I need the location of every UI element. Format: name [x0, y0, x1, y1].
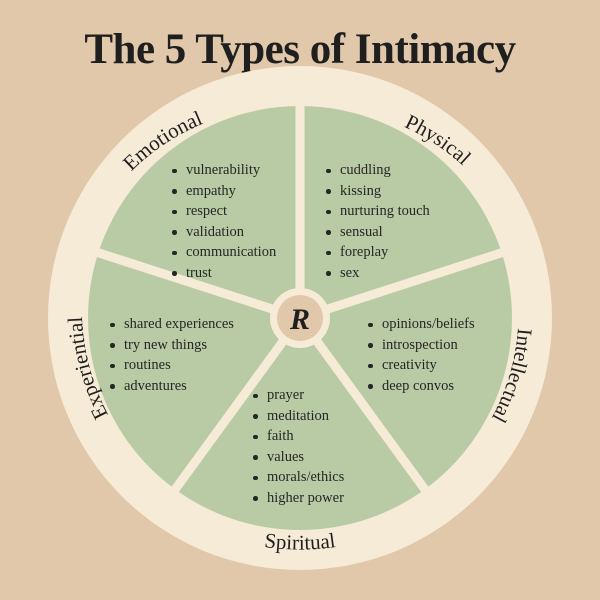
list-item: communication: [172, 242, 276, 263]
experiential-list: shared experiences try new things routin…: [110, 314, 234, 396]
list-item: morals/ethics: [253, 467, 344, 488]
list-item: nurturing touch: [326, 201, 430, 222]
list-item: respect: [172, 201, 276, 222]
list-item: routines: [110, 355, 234, 376]
center-logo: [277, 295, 323, 341]
list-item: deep convos: [368, 376, 475, 397]
list-item: foreplay: [326, 242, 430, 263]
divider-bottom-left: [170, 315, 304, 494]
list-item: empathy: [172, 181, 276, 202]
list-item: introspection: [368, 335, 475, 356]
spiritual-list: prayer meditation faith values morals/et…: [253, 385, 344, 509]
list-item: kissing: [326, 181, 430, 202]
list-item: meditation: [253, 406, 344, 427]
emotional-list: vulnerability empathy respect validation…: [172, 160, 276, 284]
list-item: cuddling: [326, 160, 430, 181]
list-item: validation: [172, 222, 276, 243]
list-item: sensual: [326, 222, 430, 243]
list-item: values: [253, 447, 344, 468]
list-item: shared experiences: [110, 314, 234, 335]
segment-label-spiritual: Spiritual: [263, 528, 337, 554]
list-item: opinions/beliefs: [368, 314, 475, 335]
segment-dividers: [94, 104, 506, 494]
divider-right: [298, 247, 506, 323]
list-item: try new things: [110, 335, 234, 356]
list-item: trust: [172, 263, 276, 284]
list-item: faith: [253, 426, 344, 447]
list-item: higher power: [253, 488, 344, 509]
divider-left: [94, 247, 302, 323]
list-item: adventures: [110, 376, 234, 397]
page-title: The 5 Types of Intimacy: [84, 26, 516, 73]
list-item: vulnerability: [172, 160, 276, 181]
list-item: creativity: [368, 355, 475, 376]
intellectual-list: opinions/beliefs introspection creativit…: [368, 314, 475, 396]
list-item: prayer: [253, 385, 344, 406]
logo-letter: R: [289, 303, 310, 336]
list-item: sex: [326, 263, 430, 284]
divider-bottom-right: [296, 315, 430, 494]
physical-list: cuddling kissing nurturing touch sensual…: [326, 160, 430, 284]
